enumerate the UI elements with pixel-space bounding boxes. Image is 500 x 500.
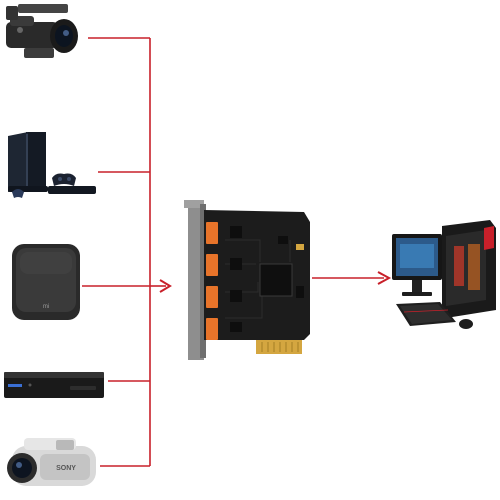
pcie-capture-card-icon xyxy=(184,200,310,360)
desktop-pc-icon xyxy=(392,220,496,329)
pc-mouse xyxy=(459,319,473,329)
game-console-icon xyxy=(8,132,96,198)
hdmi-ports xyxy=(206,222,218,340)
arrow-into-pc xyxy=(377,271,392,285)
hdmi-port xyxy=(206,222,218,244)
camcorder-icon xyxy=(6,4,78,58)
set-top-box-icon xyxy=(4,372,104,398)
hdmi-port xyxy=(206,286,218,308)
pcie-connector xyxy=(256,340,302,354)
media-box-logo: mi xyxy=(43,304,49,310)
hdmi-port xyxy=(206,254,218,276)
card-pcb xyxy=(204,210,310,340)
arrow-into-card xyxy=(159,279,172,293)
hdmi-port xyxy=(206,318,218,340)
main-chip xyxy=(259,263,293,297)
handycam-icon: SONY xyxy=(7,438,96,486)
handycam-brand: SONY xyxy=(56,465,76,472)
connector-lines xyxy=(82,37,384,467)
media-box-icon: mi xyxy=(12,244,80,320)
